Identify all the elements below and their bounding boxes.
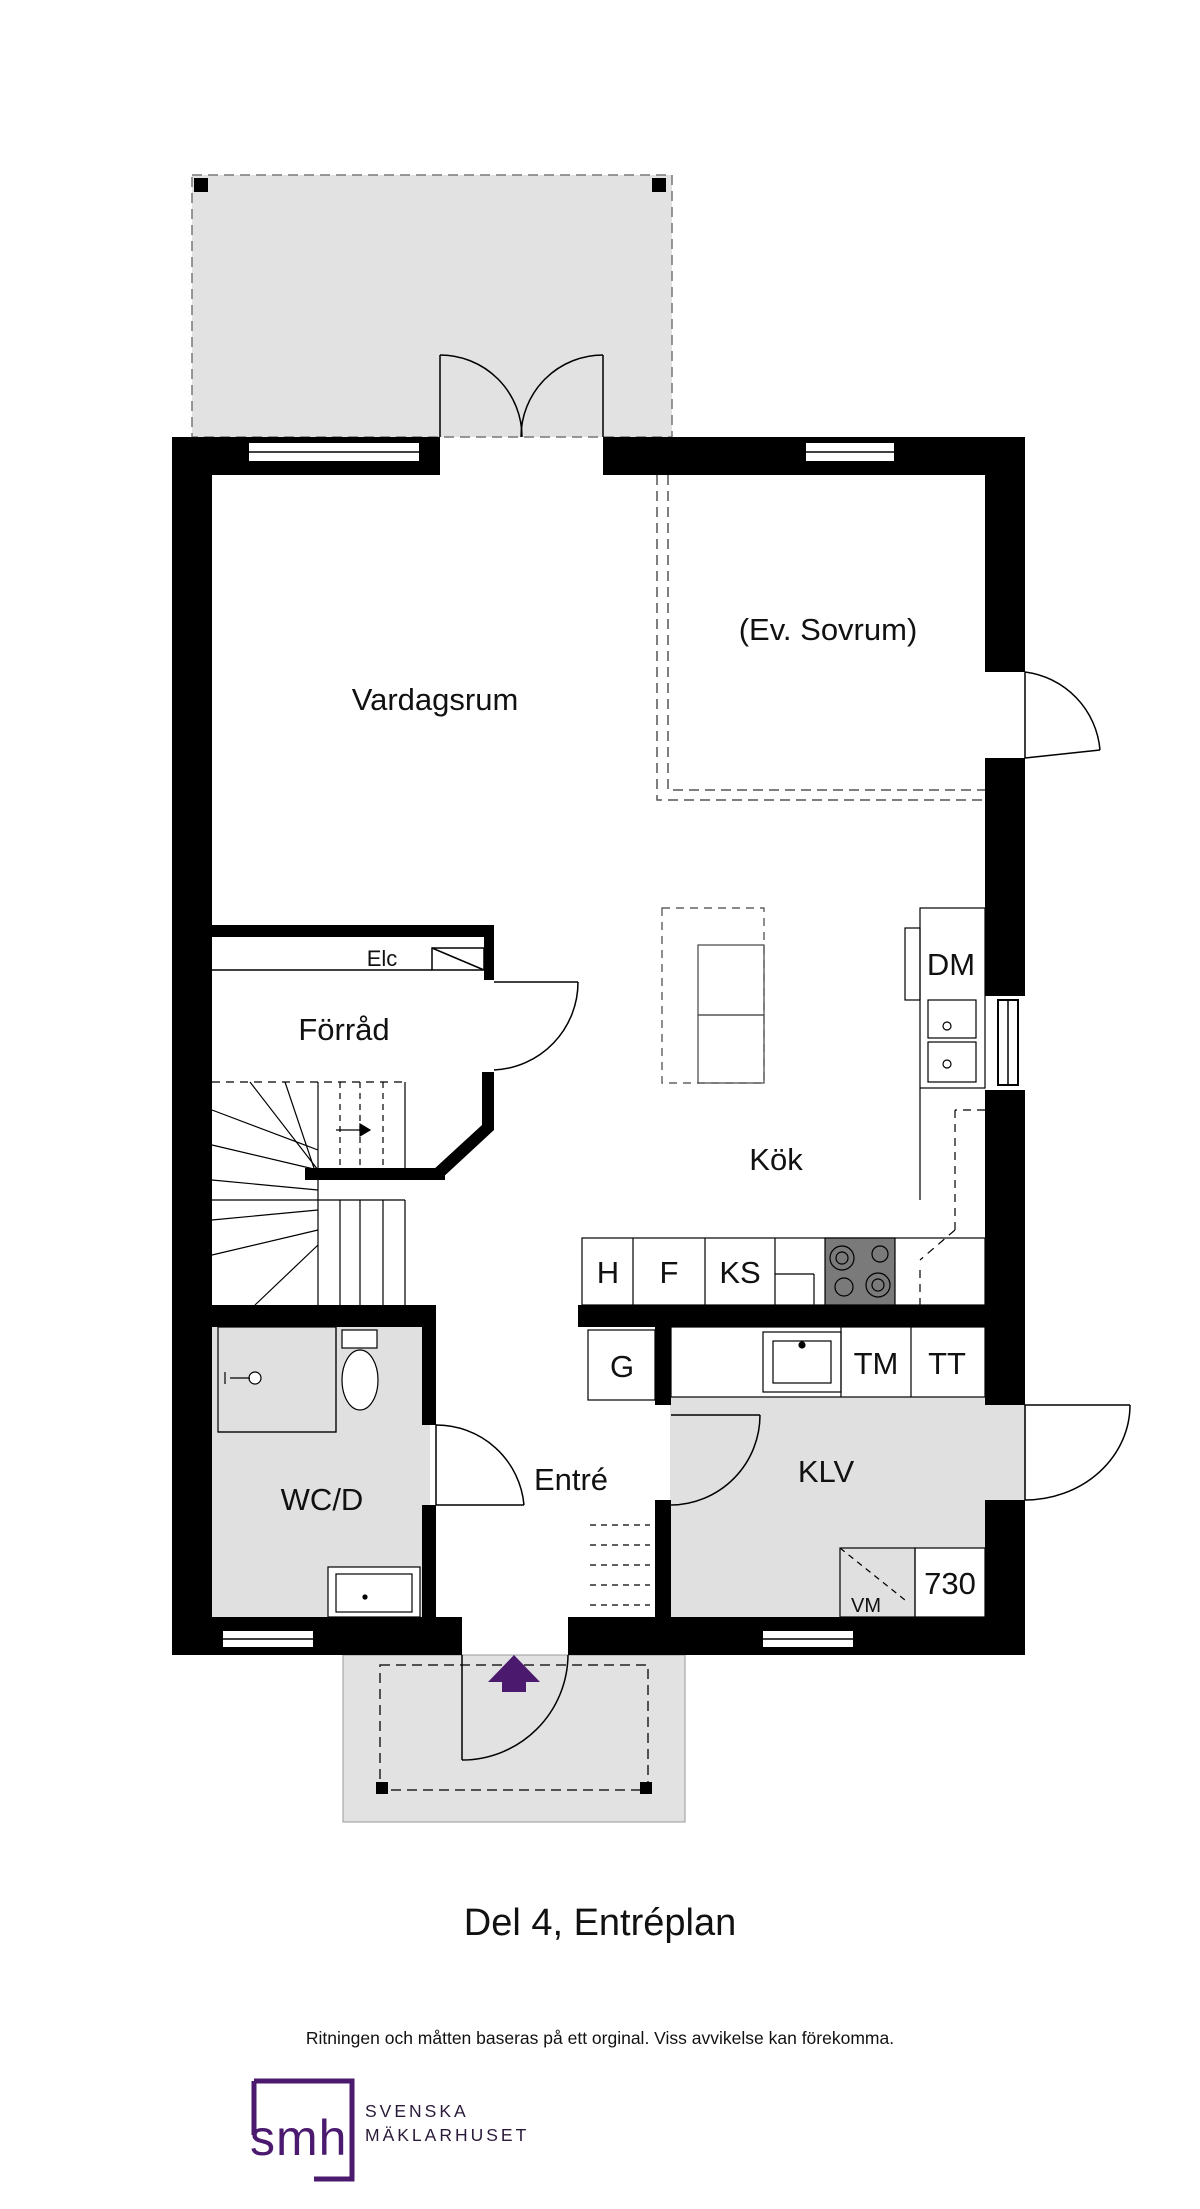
smh-logo-text: SVENSKA MÄKLARHUSET [365,2099,529,2147]
room-label-wcd: WC/D [281,1482,364,1517]
label-g: G [610,1349,634,1384]
porch-post [376,1782,388,1794]
room-label-klv: KLV [798,1454,855,1489]
terrace-doors [439,354,604,438]
wc-door [435,1424,525,1506]
room-label-entre: Entré [534,1462,608,1497]
terrace-post [194,178,208,192]
elc-box [212,947,485,971]
staircase [211,1081,406,1306]
laundry-counter [670,1326,986,1618]
plan-caption: Del 4, Entréplan [463,1902,737,1944]
klv-door [670,1414,761,1506]
logo-line-2: MÄKLARHUSET [365,2125,530,2145]
label-elc: Elc [367,946,398,971]
terrace [191,174,673,438]
sovrum-outline-inner [667,475,985,791]
entry-mat [590,1524,650,1606]
smh-logo: smh SVENSKA MÄKLARHUSET [250,2075,770,2185]
floor-plan: Vardagsrum (Ev. Sovrum) Förråd Elc Kök D… [172,174,1131,1823]
front-door [461,1654,569,1761]
kitchen-island [661,907,765,1084]
label-vm: VM [851,1595,881,1617]
smh-logo-mark: smh [250,2078,355,2182]
label-tm: TM [854,1346,899,1381]
disclaimer: Ritningen och måtten baseras på ett orgi… [305,2028,895,2048]
forrad-door [493,981,579,1071]
wc-fixtures [217,1326,421,1618]
label-tt: TT [928,1346,966,1381]
terrace-post [652,178,666,192]
label-dm: DM [927,947,975,982]
room-label-vardagsrum: Vardagsrum [352,682,519,717]
klv-door-opening [1010,1405,1026,1500]
room-label-kok: Kök [749,1142,803,1177]
windows [221,441,1019,1649]
label-730: 730 [924,1566,976,1601]
klv-exterior-door [1024,1404,1131,1501]
inner-walls [172,925,1025,1620]
room-label-forrad: Förråd [298,1012,389,1047]
label-ks: KS [719,1255,760,1290]
label-f: F [660,1255,679,1290]
g-cabinet [587,1329,656,1401]
label-h: H [597,1255,619,1290]
kitchen-right-counter [904,907,986,1305]
logo-line-1: SVENSKA [365,2101,469,2121]
entrance-arrow-icon [488,1655,540,1692]
sovrum-outline [656,475,985,801]
room-label-ev-sovrum: (Ev. Sovrum) [739,612,918,647]
kitchen-bottom-counter [581,1237,986,1306]
smh-logo-letters: smh [250,2110,347,2166]
porch-post [640,1782,652,1794]
side-door [1024,671,1101,759]
